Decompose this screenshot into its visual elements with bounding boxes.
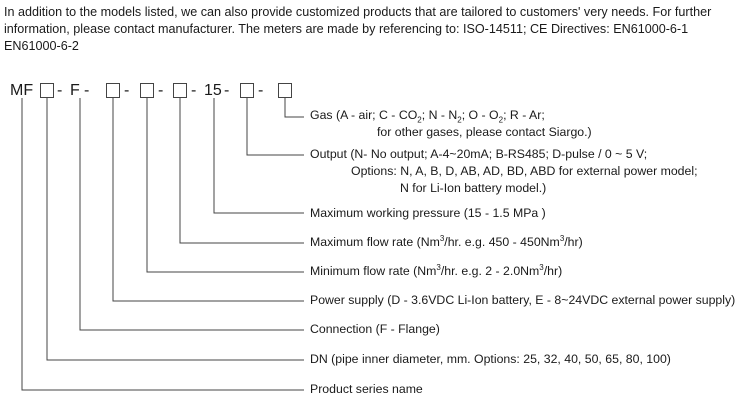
leader-connection: [79, 98, 304, 331]
desc-pressure: Maximum working pressure (15 - 1.5 MPa ): [310, 206, 546, 220]
max-flow-superscript: 3: [439, 233, 445, 243]
max-flow-text: /hr. e.g. 450 - 450Nm: [444, 235, 560, 249]
code-prefix: MF: [10, 82, 34, 99]
desc-min-flow: Minimum flow rate (Nm3/hr. e.g. 2 - 2.0N…: [310, 263, 562, 280]
desc-connection: Connection (F - Flange): [310, 322, 440, 336]
min-flow-text: Minimum flow rate (Nm: [310, 264, 437, 278]
leader-series: [21, 98, 304, 391]
min-flow-text: /hr. e.g. 2 - 2.0Nm: [440, 264, 540, 278]
desc-max-flow: Maximum flow rate (Nm3/hr. e.g. 450 - 45…: [310, 234, 583, 251]
max-flow-text: /hr): [564, 235, 583, 249]
desc-gas-line2: for other gases, please contact Siargo.): [377, 125, 592, 139]
code-flange: F: [70, 82, 80, 99]
code-dash: -: [158, 82, 164, 99]
min-flow-text: /hr): [543, 264, 563, 278]
leader-max-flow: [179, 98, 304, 244]
gas-subscript: 2: [498, 115, 504, 125]
desc-output-line2: Options: N, A, B, D, AB, AD, BD, ABD for…: [351, 164, 698, 178]
min-flow-superscript: 3: [539, 262, 544, 272]
leader-pressure: [213, 98, 304, 214]
gas-text: ; R - Ar;: [503, 108, 545, 122]
leader-power: [112, 98, 304, 302]
desc-power: Power supply (D - 3.6VDC Li-Ion battery,…: [310, 293, 736, 307]
intro-line-1: In addition to the models listed, we can…: [4, 5, 712, 19]
code-box-min-flow: [140, 83, 154, 98]
leader-dn: [46, 98, 304, 361]
code-box-max-flow: [173, 83, 187, 98]
code-dash: -: [224, 82, 230, 99]
desc-dn: DN (pipe inner diameter, mm. Options: 25…: [310, 352, 671, 366]
gas-text: ; N - N: [421, 108, 458, 122]
leader-gas: [284, 98, 304, 118]
code-box-dn: [40, 83, 54, 98]
intro-paragraph: In addition to the models listed, we can…: [4, 4, 744, 55]
desc-output-line3: N for Li-Ion battery model.): [400, 181, 547, 195]
code-box-power: [106, 83, 120, 98]
max-flow-superscript: 3: [559, 233, 565, 243]
code-pressure: 15: [204, 82, 222, 99]
desc-series: Product series name: [310, 382, 423, 396]
code-box-output: [240, 83, 254, 98]
desc-gas: Gas (A - air; C - CO2; N - N2; O - O2; R…: [310, 107, 545, 124]
code-dash: -: [84, 82, 90, 99]
min-flow-superscript: 3: [436, 262, 441, 272]
gas-text: Gas (A - air; C - CO: [310, 108, 418, 122]
desc-output-line1: Output (N- No output; A-4~20mA; B-RS485;…: [310, 147, 648, 161]
intro-line-3: EN61000-6-2: [4, 39, 79, 53]
intro-line-2: information, please contact manufacturer…: [4, 22, 689, 36]
code-box-gas: [278, 83, 292, 98]
code-dash: -: [191, 82, 197, 99]
gas-text: ; O - O: [461, 108, 499, 122]
gas-subscript: 2: [457, 115, 462, 125]
max-flow-text: Maximum flow rate (Nm: [310, 235, 440, 249]
code-dash: -: [124, 82, 130, 99]
code-dash: -: [57, 82, 63, 99]
gas-subscript: 2: [417, 115, 422, 125]
leader-output: [246, 98, 304, 156]
code-dash: -: [258, 82, 264, 99]
leader-min-flow: [146, 98, 304, 273]
